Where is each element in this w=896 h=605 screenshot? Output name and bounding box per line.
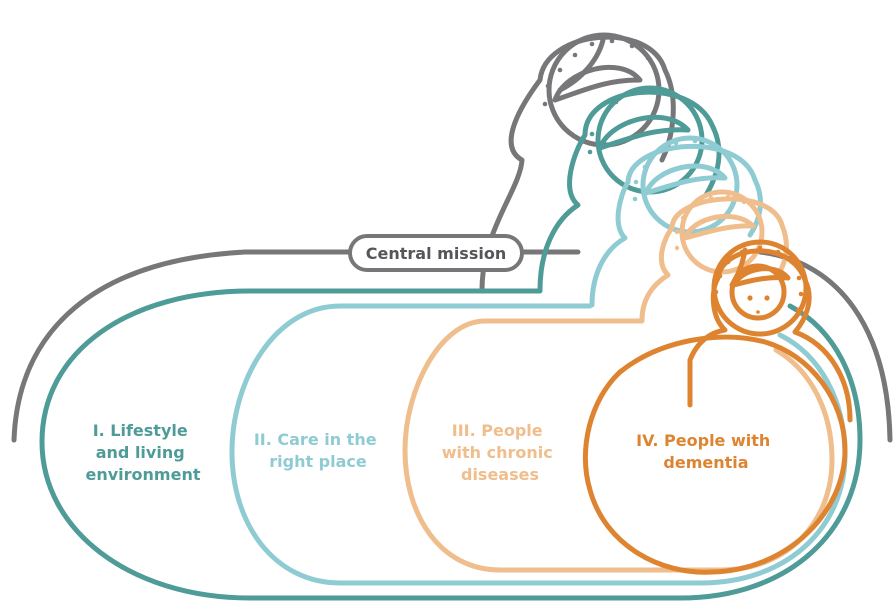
level-1-line-3: environment (86, 465, 201, 484)
level-2-label: II. Care in the right place (254, 430, 382, 471)
level-1-line-2: and living (96, 443, 185, 462)
level-4-line-1: IV. People with (636, 431, 770, 450)
central-mission-label: Central mission (366, 244, 506, 263)
level-3-label: III. People with chronic diseases (442, 421, 559, 484)
level-3-line-1: III. People (452, 421, 543, 440)
level-4-line-2: dementia (663, 453, 748, 472)
central-mission-pill: Central mission (350, 236, 522, 270)
level-3-line-2: with chronic (442, 443, 553, 462)
level-1-line-1: I. Lifestyle (93, 421, 188, 440)
level-2-line-1: II. Care in the (254, 430, 377, 449)
central-mission-outline (14, 252, 578, 440)
doll-level-4-face (747, 295, 769, 313)
level-2-line-2: right place (269, 452, 367, 471)
level-3-line-3: diseases (461, 465, 539, 484)
level-1-label: I. Lifestyle and living environment (86, 421, 201, 484)
level-4-label: IV. People with dementia (636, 431, 776, 472)
